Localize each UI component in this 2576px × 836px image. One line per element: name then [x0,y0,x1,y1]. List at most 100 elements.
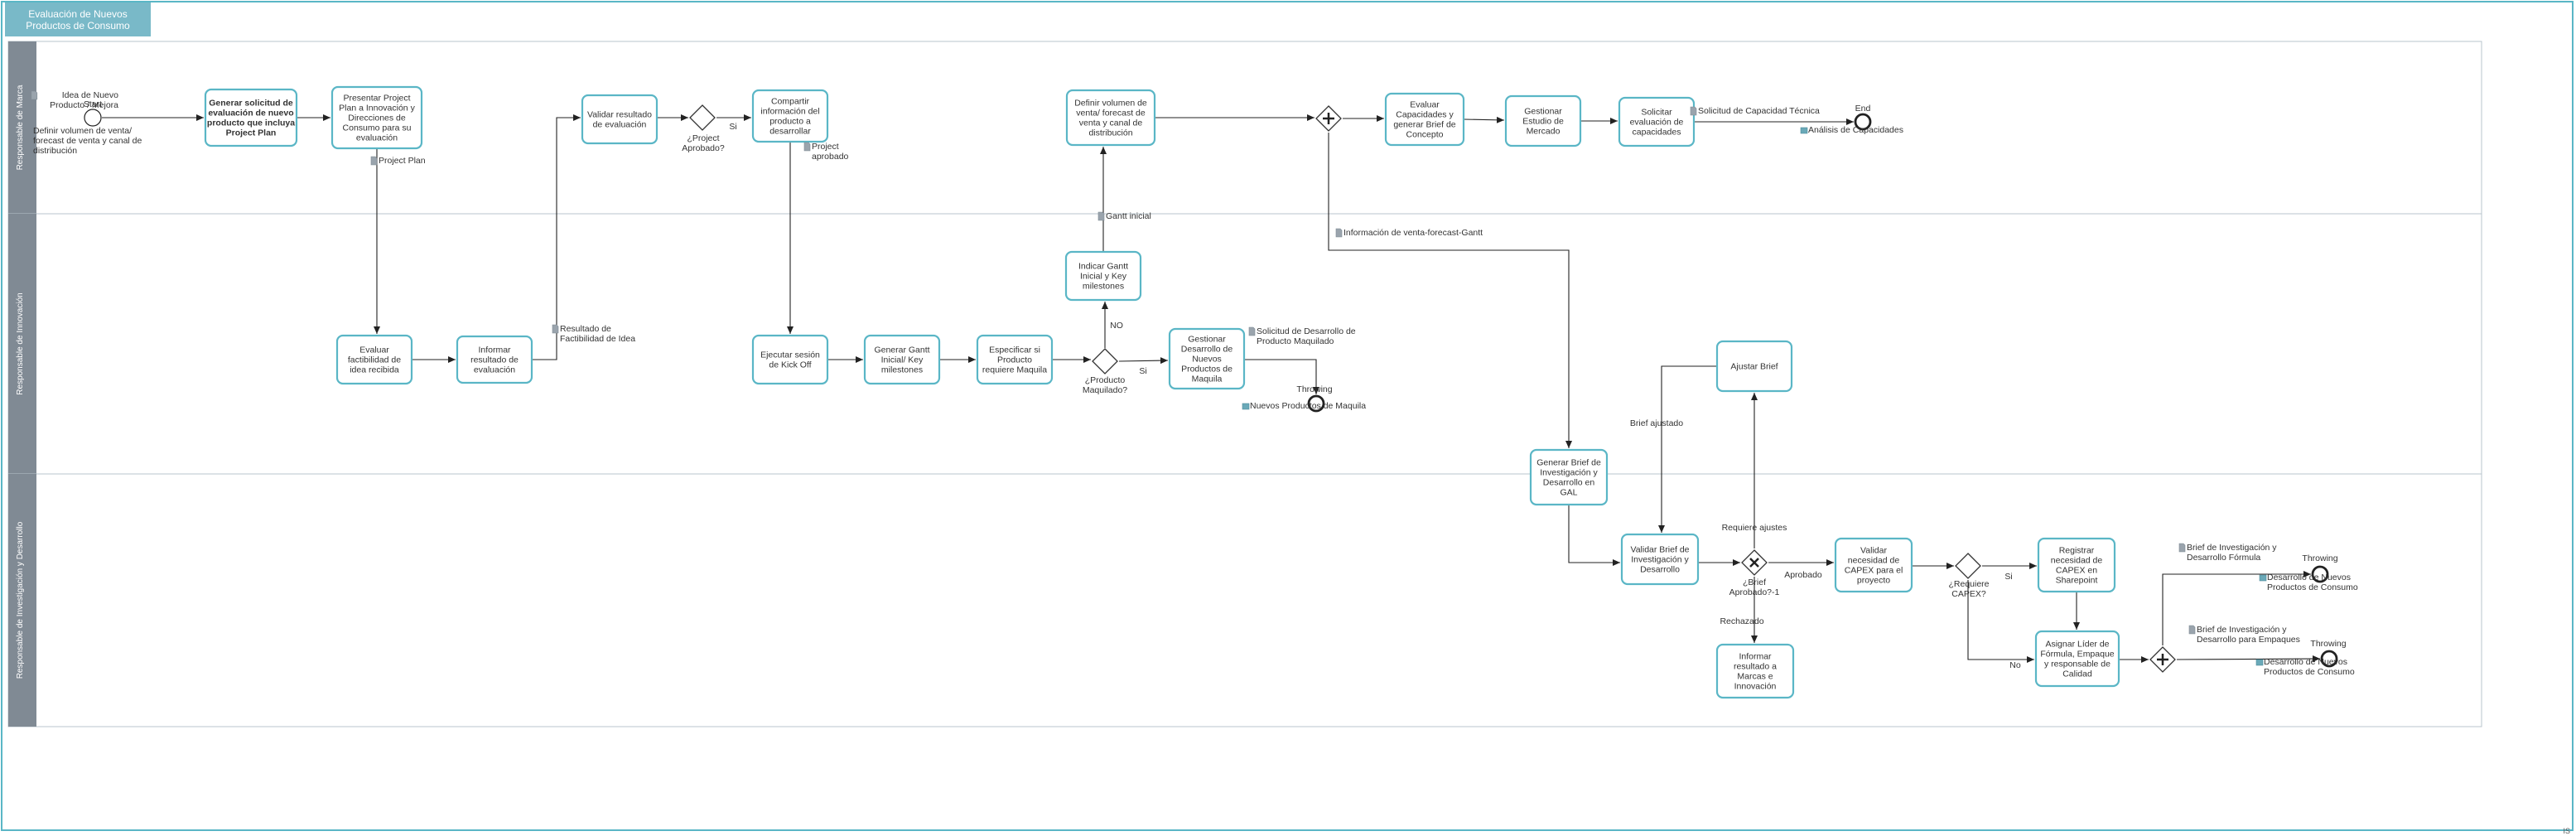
task-t17[interactable] [1529,448,1609,506]
process-title-tab[interactable]: Evaluación de Nuevos Productos de Consum… [5,2,151,36]
event-label-e3: Throwing [1296,384,1332,394]
event-label-e2: End [1855,104,1871,114]
gateway-g3[interactable] [1092,348,1118,375]
flow-label-f6: Aprobado [1784,570,1822,580]
lane-header-id[interactable] [8,474,36,727]
flow-label-f5: Requiere ajustes [1722,523,1787,533]
task-t2[interactable] [330,85,423,150]
sequence-flow[interactable] [2162,571,2311,645]
message-icon [2259,574,2267,582]
task-t5[interactable] [1065,89,1156,147]
flow-label-f1: Si [729,122,736,132]
task-t20[interactable] [2037,537,2116,593]
task-t8[interactable] [1618,96,1696,147]
throw-event-e5[interactable] [2320,650,2338,668]
task-t22[interactable] [2034,630,2120,688]
lane-header-innovacion[interactable] [8,214,36,474]
throw-event-e4[interactable] [2311,565,2329,583]
exclusive-marker-icon [1749,558,1759,568]
sequence-flow[interactable] [532,114,581,360]
gateway-g5[interactable] [1955,553,1981,579]
parallel-marker-icon [1323,113,1334,124]
flow-label-f3: Si [1139,366,1146,376]
document-icon [1248,326,1256,336]
event-label-e5: Throwing [2310,639,2346,649]
task-t1[interactable] [204,88,298,147]
message-icon [2255,659,2264,666]
flow-label-f2: NO [1110,321,1123,331]
sequence-flow[interactable] [1118,357,1169,365]
sequence-flow[interactable] [1328,133,1572,448]
document-icon [1690,106,1697,116]
message-icon [1800,127,1808,134]
task-t12[interactable] [863,334,941,385]
end-event-e2[interactable] [1854,113,1872,131]
corner-label: IS [2563,827,2570,835]
document-icon [1097,211,1105,221]
task-t13[interactable] [976,334,1054,385]
document-icon [370,156,378,166]
task-t4[interactable] [751,89,829,143]
task-t16[interactable] [1715,340,1793,393]
parallel-marker-icon [2157,654,2168,665]
sequence-flow[interactable] [2176,655,2321,663]
flow-label-f7: Rechazado [1720,616,1763,626]
task-t11[interactable] [751,334,829,385]
lane-label-id: Responsable de Investigación y Desarroll… [16,521,25,679]
process-title: Evaluación de Nuevos Productos de Consum… [26,7,130,31]
artifact-label-a4: Gantt inicial [1106,211,1151,221]
sequence-flow[interactable] [1568,505,1620,566]
lane-label-innovacion: Responsable de Innovación [16,292,25,394]
task-t6[interactable] [1384,92,1465,147]
task-label-t16: Ajustar Brief [1730,362,1778,372]
sequence-flow[interactable] [1658,365,1717,533]
lane-label-marca: Responsable de Marca [16,85,25,170]
throw-event-e3[interactable] [1307,394,1325,413]
gateway-g1[interactable] [689,104,716,131]
task-t18[interactable] [1620,533,1700,586]
task-t15[interactable] [1168,327,1246,390]
task-t3[interactable] [581,94,658,145]
sequence-flow[interactable] [1463,116,1505,123]
task-t21[interactable] [1715,643,1795,699]
event-label-e4: Throwing [2302,553,2337,563]
artifact-label-a6: Solicitud de Capacidad Técnica [1698,106,1820,116]
document-icon [803,142,811,152]
task-t9[interactable] [335,334,413,385]
lane-header-marca[interactable] [8,41,36,214]
task-t10[interactable] [456,335,533,384]
task-t19[interactable] [1834,537,1913,593]
document-icon [2178,543,2186,553]
sequence-flow[interactable] [1244,359,1319,394]
sequence-flow[interactable] [1967,580,2034,663]
artifact-label-a10: Nuevos Productos de Maquila [1250,401,1366,411]
task-t7[interactable] [1504,94,1582,147]
start-event-e1[interactable] [84,109,102,127]
task-t14[interactable] [1064,250,1142,302]
annotation-n1: Definir volumen de venta/forecast de ven… [33,126,142,156]
